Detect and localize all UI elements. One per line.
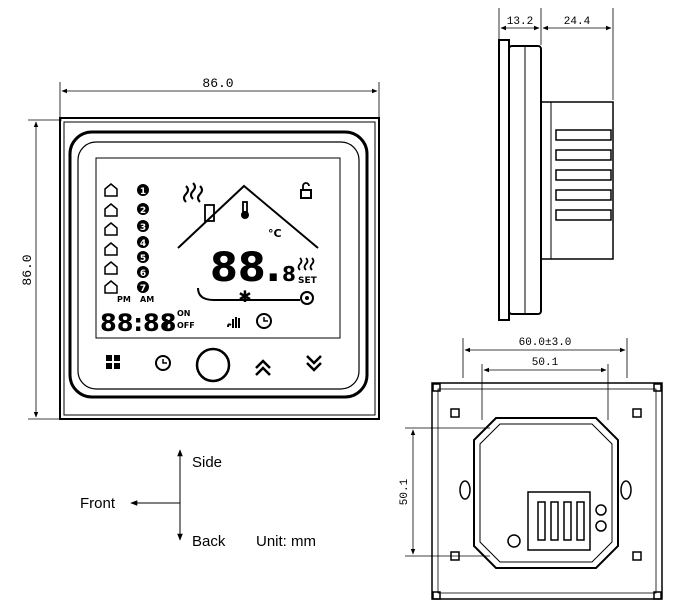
menu-icon[interactable] [106,355,120,369]
floor-heat-icon [297,257,315,271]
side-depth-dimensions: 13.2 24.4 [498,8,614,100]
terminal-fins [555,129,612,221]
unit-label: Unit: mm [256,533,316,550]
house-outline [177,184,319,249]
setpoint-small-digit: 8 [282,262,296,286]
back-inner-height-dimension: 50.1 [399,427,490,557]
depth-front-label: 13.2 [507,16,533,28]
clock-icon[interactable] [155,355,171,371]
off-label: OFF [177,321,195,330]
snowflake-icon: ✱ [238,287,251,306]
depth-back-label: 24.4 [564,16,591,28]
am-label: AM [140,295,154,304]
lcd-clock-icon [256,313,272,329]
lcd-display: 1 2 3 4 5 6 7 [100,182,319,337]
lock-icon [300,182,312,199]
program-number-2: 2 [140,206,146,216]
mount-hole-right [620,480,632,500]
back-label: Back [192,533,226,550]
program-number-4: 4 [140,239,146,249]
back-outer-dimension: 60.0±3.0 [462,337,628,378]
program-number-6: 6 [140,269,146,279]
inner-height-label: 50.1 [399,478,411,505]
on-label: ON [177,309,191,318]
up-chevron-icon[interactable] [255,359,271,376]
fan-icon [300,291,314,305]
side-view: 13.2 24.4 [498,8,614,321]
front-height-label: 86.0 [20,254,35,285]
temperature-digits: 88. [210,245,281,291]
touch-buttons [106,347,322,383]
hour-unit: h [164,318,174,334]
side-label: Side [192,454,222,471]
back-view: 60.0±3.0 50.1 50.1 [399,337,663,600]
front-height-dimension: 86.0 [20,119,62,420]
front-label: Front [80,495,116,512]
power-icon[interactable] [195,347,231,383]
program-number-3: 3 [140,223,146,233]
time-digits: 88:88 [100,309,176,337]
terminal-block [507,491,607,551]
heating-waves-icon [183,182,203,203]
back-inner-width-dimension: 50.1 [481,357,609,420]
inner-width-label: 50.1 [532,357,559,369]
manual-hand-icon [227,317,240,328]
front-width-label: 86.0 [202,76,233,91]
program-house-icons [104,183,118,294]
program-number-5: 5 [140,254,146,264]
outer-dim-label: 60.0±3.0 [519,337,572,349]
front-width-dimension: 86.0 [59,76,380,118]
degree-celsius-label: °C [268,227,282,240]
pm-label: PM [117,295,131,304]
program-number-list: 1 2 3 4 5 6 7 [137,184,149,294]
mount-hole-left [459,480,471,500]
program-number-1: 1 [140,187,146,197]
program-number-7: 7 [140,284,146,294]
down-chevron-icon[interactable] [306,355,322,372]
thermometer-icon [241,201,249,219]
orientation-legend: Side Front Back Unit: mm [80,449,316,550]
front-view: 86.0 86.0 [20,76,380,420]
set-label: SET [298,276,318,286]
